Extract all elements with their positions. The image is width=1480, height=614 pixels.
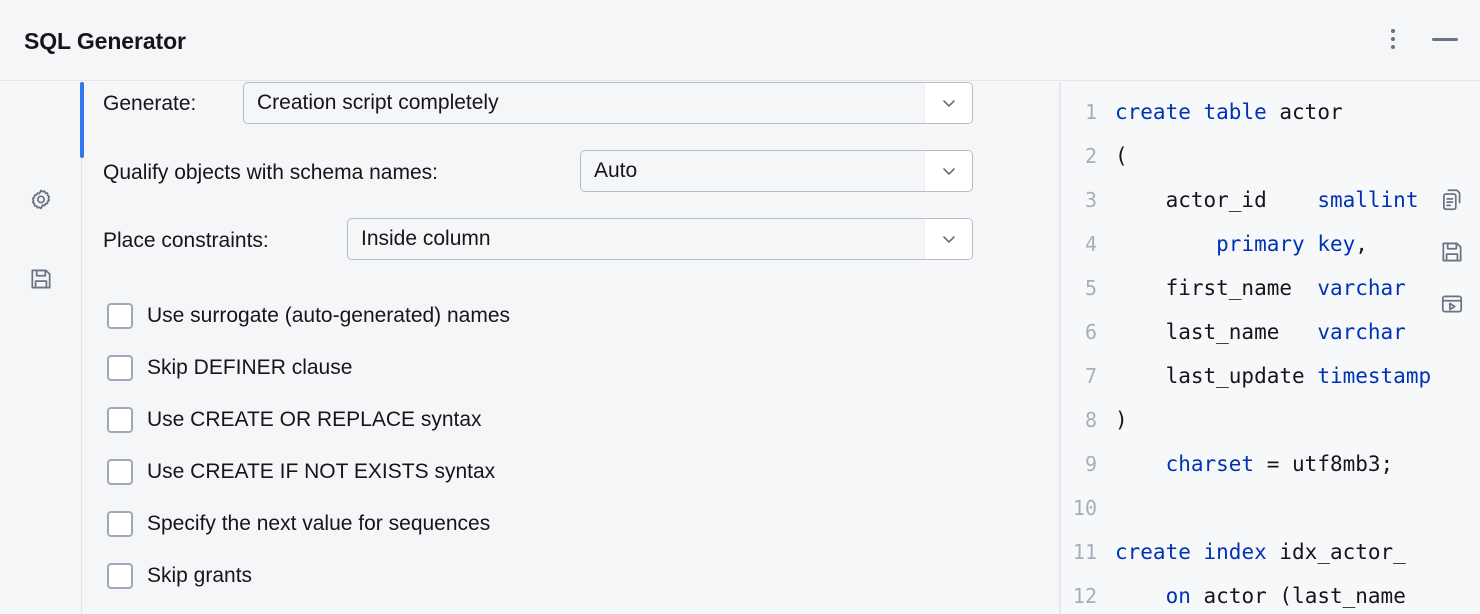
page-title: SQL Generator [24,28,186,54]
checkbox-row-create-if-not-exists[interactable]: Use CREATE IF NOT EXISTS syntax [107,446,1007,498]
checkbox-label: Skip grants [147,564,253,587]
form-edge-divider [81,158,82,614]
line-number: 5 [1084,276,1097,300]
checkbox-icon[interactable] [107,407,133,433]
line-number: 1 [1084,100,1097,124]
checkbox-row-create-or-replace[interactable]: Use CREATE OR REPLACE syntax [107,394,1007,446]
code-text: actor_id smallint [1165,188,1419,212]
line-number: 8 [1084,408,1097,432]
code-line: 5 first_name varchar [1061,266,1480,310]
options-checkbox-list: Use surrogate (auto-generated) names Ski… [107,290,1007,602]
label-place-constraints: Place constraints: [103,229,269,252]
code-text: ( [1115,144,1128,168]
minimize-icon[interactable] [1428,22,1462,56]
line-number: 3 [1084,188,1097,212]
select-place-constraints[interactable]: Inside column [347,218,973,260]
line-number: 6 [1084,320,1097,344]
row-place-constraints: Place constraints: [103,219,269,263]
code-line: 2( [1061,134,1480,178]
kebab-menu-icon[interactable] [1376,22,1410,56]
open-in-console-icon[interactable] [1434,286,1470,322]
select-qualify-schema[interactable]: Auto [580,150,973,192]
select-generate[interactable]: Creation script completely [243,82,973,124]
code-line: 7 last_update timestamp [1061,354,1480,398]
code-line: 9 charset = utf8mb3; [1061,442,1480,486]
select-place-constraints-value: Inside column [361,227,491,250]
code-line: 12 on actor (last_name [1061,574,1480,614]
code-line: 3 actor_id smallint [1061,178,1480,222]
checkbox-row-skip-grants[interactable]: Skip grants [107,550,1007,602]
checkbox-icon[interactable] [107,459,133,485]
checkbox-label: Use CREATE IF NOT EXISTS syntax [147,460,496,483]
line-number: 9 [1084,452,1097,476]
code-text: on actor (last_name [1165,584,1406,608]
checkbox-label: Use CREATE OR REPLACE syntax [147,408,482,431]
code-line: 10 [1061,486,1480,530]
gear-icon[interactable] [23,182,59,218]
code-text: first_name varchar [1165,276,1406,300]
code-text: last_update timestamp [1165,364,1432,388]
titlebar-actions [1376,22,1462,56]
row-generate: Generate: [103,82,196,126]
code-action-buttons [1434,182,1470,322]
code-text: create index idx_actor_ [1115,540,1406,564]
code-text: create table actor [1115,100,1343,124]
line-number: 12 [1072,584,1097,608]
checkbox-row-use-surrogate-names[interactable]: Use surrogate (auto-generated) names [107,290,1007,342]
left-tool-rail [0,81,81,614]
chevron-down-icon[interactable] [924,83,972,123]
checkbox-icon[interactable] [107,511,133,537]
save-icon[interactable] [1434,234,1470,270]
line-number: 4 [1084,232,1097,256]
line-number: 10 [1072,496,1097,520]
code-line: 6 last_name varchar [1061,310,1480,354]
save-icon[interactable] [23,261,59,297]
label-qualify-schema: Qualify objects with schema names: [103,161,438,184]
chevron-down-icon[interactable] [924,219,972,259]
code-text: charset = utf8mb3; [1165,452,1394,476]
checkbox-label: Specify the next value for sequences [147,512,491,535]
panel-splitter[interactable] [1059,82,1061,614]
checkbox-label: Use surrogate (auto-generated) names [147,304,511,327]
row-qualify-schema: Qualify objects with schema names: [103,151,438,195]
select-qualify-schema-value: Auto [594,159,638,182]
code-line: 1 create table actor [1061,90,1480,134]
chevron-down-icon[interactable] [924,151,972,191]
line-number: 11 [1072,540,1097,564]
line-number: 7 [1084,364,1097,388]
checkbox-icon[interactable] [107,563,133,589]
checkbox-row-skip-definer-clause[interactable]: Skip DEFINER clause [107,342,1007,394]
code-line: 11 create index idx_actor_ [1061,530,1480,574]
code-text: ) [1115,408,1128,432]
checkbox-icon[interactable] [107,303,133,329]
checkbox-row-next-value-for-sequences[interactable]: Specify the next value for sequences [107,498,1007,550]
label-generate: Generate: [103,92,197,115]
line-number: 2 [1084,144,1097,168]
code-line: 8) [1061,398,1480,442]
copy-icon[interactable] [1434,182,1470,218]
code-text: primary key, [1216,232,1368,256]
code-text: last_name varchar [1165,320,1406,344]
window-titlebar: SQL Generator [0,0,1480,81]
checkbox-label: Skip DEFINER clause [147,356,353,379]
select-generate-value: Creation script completely [257,91,499,114]
checkbox-icon[interactable] [107,355,133,381]
options-form-panel: Generate: Creation script completely Qua… [85,82,1059,614]
form-accent-bar [80,82,84,158]
code-line: 4 primary key, [1061,222,1480,266]
